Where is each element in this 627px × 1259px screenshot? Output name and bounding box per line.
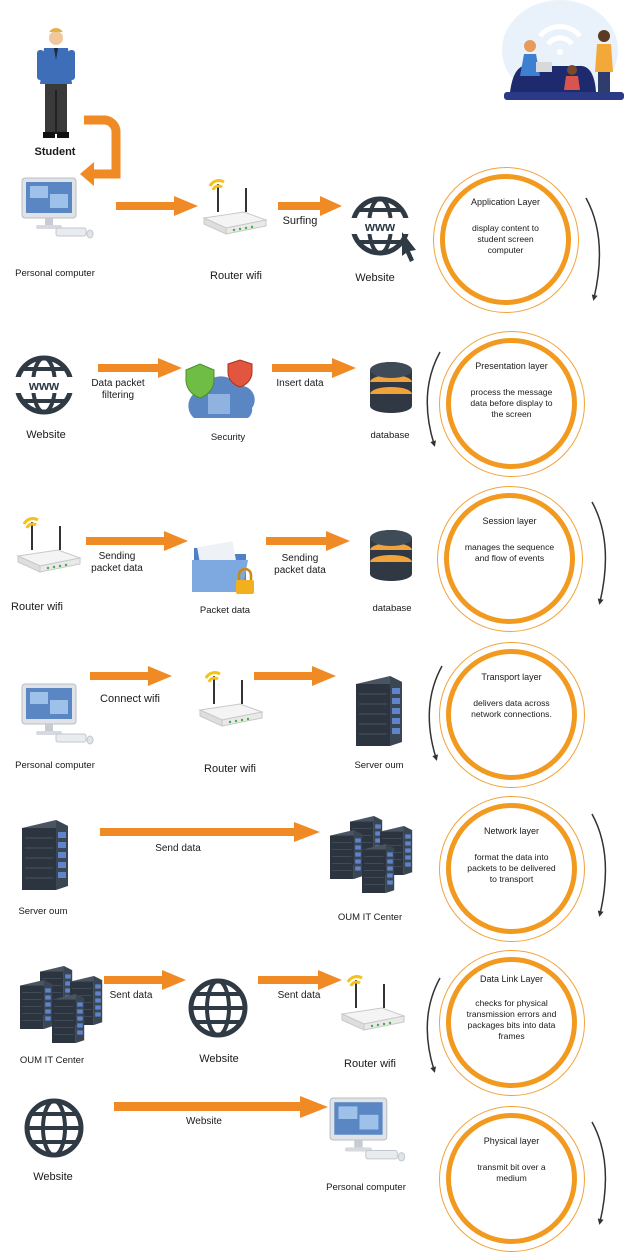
orange-arrow (116, 196, 198, 216)
row1-arrow2-label: Insert data (276, 378, 324, 389)
personal-computer-icon (21, 683, 94, 745)
application-layer-circle: Application Layer display content to stu… (433, 167, 579, 313)
data-center-icon (330, 816, 414, 896)
orange-arrow (98, 358, 182, 378)
network-layer-circle: Network layer format the data into packe… (439, 796, 585, 942)
student-person-icon (36, 27, 76, 139)
row1-mid-label: Security (210, 432, 246, 443)
row2-arrow1-label: Sending packet data (91, 551, 143, 574)
orange-arrow (258, 970, 342, 990)
server-rack-icon (355, 675, 403, 747)
server-rack-icon (21, 819, 69, 891)
row0-arrow2-label: Surfing (282, 215, 318, 227)
personal-computer-icon (329, 1097, 406, 1162)
people-wifi-illustration-icon (502, 0, 624, 100)
row5-arrow2-label: Sent data (277, 990, 321, 1001)
row3-arrow1-label: Connect wifi (100, 693, 160, 705)
wifi-router-icon (202, 179, 268, 236)
layer-title: Network layer (483, 826, 539, 836)
row2-left-label: Router wifi (11, 601, 63, 613)
globe-icon (188, 978, 248, 1038)
layer-desc: process the message data before display … (470, 387, 553, 419)
folder-lock-icon (190, 539, 256, 596)
presentation-layer-circle: Presentation layer process the message d… (439, 331, 585, 477)
curved-arrow-icon (428, 665, 443, 761)
wifi-router-icon (16, 517, 82, 574)
orange-arrow (266, 531, 350, 551)
orange-arrow (272, 358, 356, 378)
layer-title: Transport layer (481, 672, 542, 682)
layer-title: Presentation layer (475, 361, 548, 371)
row4-arrow1-label: Send data (155, 843, 201, 854)
row3-left-label: Personal computer (15, 760, 95, 771)
curved-arrow-icon (591, 501, 607, 605)
layer-desc: format the data into packets to be deliv… (467, 852, 556, 884)
row0-mid-label: Router wifi (210, 270, 262, 282)
row0-left-label: Personal computer (15, 268, 95, 279)
row3-mid-label: Router wifi (204, 763, 256, 775)
layer-desc: delivers data across network connections… (471, 698, 552, 719)
row2-right-label: database (372, 603, 412, 614)
globe-www-icon (350, 196, 416, 262)
row5-arrow1-label: Sent data (109, 990, 153, 1001)
row5-mid-label: Website (199, 1053, 239, 1065)
layer-title: Application Layer (470, 197, 541, 207)
row2-mid-label: Packet data (199, 605, 251, 616)
row2-arrow2-label: Sending packet data (274, 553, 326, 576)
row5-right-label: Router wifi (344, 1058, 396, 1070)
layer-desc: display content to student screen comput… (472, 223, 539, 255)
row1-right-label: database (370, 430, 410, 441)
orange-arrow (114, 1096, 328, 1118)
student-label: Student (34, 146, 76, 158)
orange-arrow (254, 666, 336, 686)
layer-desc: checks for physical transmission errors … (466, 998, 557, 1041)
security-cloud-shield-icon (185, 359, 256, 419)
orange-arrow (86, 531, 188, 551)
orange-arrow (104, 970, 186, 990)
row5-left-label: OUM IT Center (19, 1055, 85, 1066)
curved-arrow-icon (585, 197, 601, 301)
orange-arrow (278, 196, 342, 216)
data-center-icon (20, 966, 96, 1046)
row6-right-label: Personal computer (326, 1182, 406, 1193)
row1-arrow1-label: Data packet filtering (91, 378, 145, 401)
layer-title: Session layer (482, 516, 537, 526)
row6-arrow1-label: Website (186, 1116, 222, 1127)
physical-layer-circle: Physical layer transmit bit over a mediu… (439, 1106, 585, 1252)
row0-right-label: Website (355, 272, 395, 284)
curved-arrow-icon (426, 351, 441, 447)
database-icon (370, 530, 412, 581)
orange-arrow (100, 822, 320, 842)
curved-arrow-icon (591, 1121, 607, 1225)
database-icon (370, 362, 412, 413)
layer-desc: transmit bit over a medium (477, 1162, 546, 1183)
row4-right-label: OUM IT Center (337, 912, 403, 923)
wifi-router-icon (340, 975, 406, 1032)
orange-arrow (90, 666, 172, 686)
globe-www-icon (14, 355, 76, 417)
row6-left-label: Website (33, 1171, 73, 1183)
curved-arrow-icon (591, 813, 607, 917)
orange-curved-arrow (80, 115, 121, 186)
row1-left-label: Website (26, 429, 66, 441)
transport-layer-circle: Transport layer delivers data across net… (439, 642, 585, 788)
row3-right-label: Server oum (354, 760, 404, 771)
personal-computer-icon (21, 177, 94, 239)
curved-arrow-icon (426, 977, 441, 1073)
row4-left-label: Server oum (18, 906, 68, 917)
layer-desc: manages the sequence and flow of events (464, 542, 555, 563)
data-link-layer-circle: Data Link Layer checks for physical tran… (439, 950, 585, 1096)
layer-title: Physical layer (483, 1136, 540, 1146)
layer-title: Data Link Layer (479, 974, 544, 984)
session-layer-circle: Session layer manages the sequence and f… (437, 486, 583, 632)
globe-icon (24, 1098, 84, 1158)
